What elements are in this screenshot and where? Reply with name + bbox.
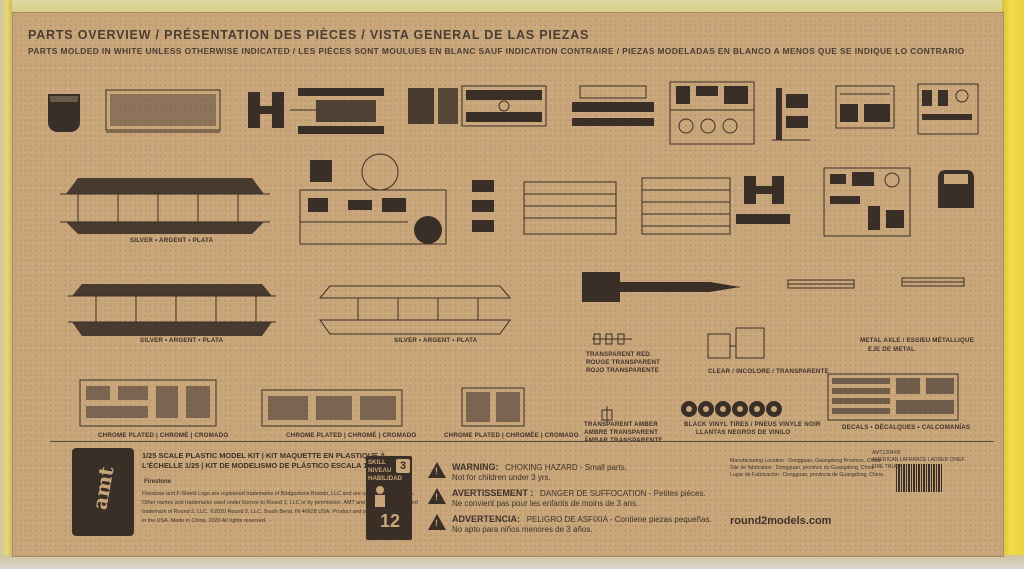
bumper-part-icon: [572, 85, 654, 126]
axle-rod-icon: [787, 279, 855, 289]
box-bottom-edge: [0, 555, 1024, 569]
axle-rod-2-icon: [901, 277, 965, 287]
silver-caption-3: SILVER • ARGENT • PLATA: [394, 337, 478, 344]
decal-sheet-icon: [827, 373, 959, 421]
warning-triangle-icon: !: [428, 462, 446, 478]
warning-spanish: ADVERTENCIA: PELIGRO DE ASFIXIA - Contie…: [452, 514, 712, 534]
decals-caption: DECALS • DÉCALQUES • CALCOMANÍAS: [842, 424, 971, 431]
column-parts-icon: [772, 88, 810, 141]
silver-caption-2: SILVER • ARGENT • PLATA: [140, 337, 224, 344]
cab-part-icon: [48, 94, 80, 132]
scale-description: 1/25 SCALE PLASTIC MODEL KIT | KIT MAQUE…: [142, 451, 386, 470]
barcode: [896, 464, 942, 492]
chrome-caption-1: CHROME PLATED | CHROMÉ | CROMADO: [98, 432, 229, 439]
mixed-parts-tree-icon: [823, 167, 911, 237]
small-parts-tree-icon: [669, 81, 755, 145]
clear-windows-icon: [707, 327, 765, 359]
chrome-tree-3-icon: [461, 387, 525, 427]
rear-ladder-frame-icon: [472, 180, 617, 235]
parts-overview-subtitle: PARTS MOLDED IN WHITE UNLESS OTHERWISE I…: [28, 46, 965, 56]
website-url: round2models.com: [730, 515, 832, 527]
chrome-caption-2: CHROME PLATED | CHROMÉ | CROMADO: [286, 432, 417, 439]
seat-part-icon: [938, 170, 974, 208]
manufacturing-location: Manufacturing Location : Dongguan, Guang…: [730, 458, 883, 478]
red-caption-3: ROJO TRANSPARENTE: [586, 367, 660, 374]
person-icon: [375, 486, 385, 507]
amt-logo: amt: [72, 448, 134, 536]
frame-rails-part-icon: [248, 88, 384, 134]
chassis-plate-part-icon: [105, 89, 221, 133]
skill-level-number: 3: [396, 459, 410, 473]
kit-id: AMT1204/06 AMERICAN LAFRANCE LADDER CHIE…: [872, 450, 965, 470]
firestone-logo: Firestone: [144, 479, 172, 485]
footer-divider: [50, 441, 994, 442]
ladder-silver-part-icon: [60, 178, 270, 234]
skill-level-badge: SKILL NIVEAU HABILIDAD 3 12: [366, 456, 412, 540]
ladder-silver-3-part-icon: [318, 285, 512, 335]
red-caption-2: ROUGE TRANSPARENT: [586, 359, 661, 366]
chrome-tree-2-icon: [261, 389, 403, 427]
chrome-caption-3: CHROME PLATED | CHROMÉE | CROMADO: [444, 432, 579, 439]
axle-caption-1: METAL AXLE / ESSIEU MÉTALLIQUE: [860, 337, 975, 344]
amber-caption-1: TRANSPARENT AMBER: [584, 421, 658, 428]
axle-caption-2: EJE DE METAL: [868, 346, 915, 353]
red-lenses-icon: [592, 333, 632, 345]
red-caption-1: TRANSPARENT RED: [586, 351, 651, 358]
tires-caption-2: LLANTAS NEGROS DE VINILO: [696, 429, 791, 436]
amber-caption-3: ÁMBAR TRANSPARENTE: [584, 437, 663, 444]
chrome-tree-1-icon: [79, 379, 217, 427]
amber-lens-icon: [601, 406, 613, 424]
box-top-edge: [0, 0, 1024, 12]
legal-text: Firestone and F-Shield Logo are register…: [142, 491, 418, 524]
age-rating: 12: [379, 511, 401, 531]
warning-french: AVERTISSEMENT : DANGER DE SUFFOCATION - …: [452, 488, 706, 508]
warning-triangle-icon-3: !: [428, 514, 446, 530]
cab-interior-parts-icon: [299, 153, 447, 245]
box-left-edge: [0, 0, 12, 569]
running-board-part-icon: [408, 85, 547, 127]
body-frame-parts-icon: [641, 176, 790, 235]
detail-parts-icon: [917, 83, 979, 135]
turntable-beam-part-icon: [582, 272, 740, 302]
warning-triangle-icon-2: !: [428, 488, 446, 504]
amber-caption-2: AMBRE TRANSPARENT: [584, 429, 659, 436]
ladder-silver-2-part-icon: [68, 284, 276, 336]
panel-parts-icon: [835, 85, 895, 129]
clear-caption: CLEAR / INCOLORE / TRANSPARENTE: [708, 368, 829, 375]
tires-icon: [681, 401, 782, 417]
parts-overview-title: PARTS OVERVIEW / PRÉSENTATION DES PIÈCES…: [28, 28, 590, 42]
tires-caption-1: BLACK VINYL TIRES / PNEUS VINYLE NOIR: [684, 421, 821, 428]
warning-english: WARNING: CHOKING HAZARD - Small parts. N…: [452, 462, 627, 482]
box-right-edge: [1002, 0, 1024, 569]
silver-caption: SILVER • ARGENT • PLATA: [130, 237, 214, 244]
